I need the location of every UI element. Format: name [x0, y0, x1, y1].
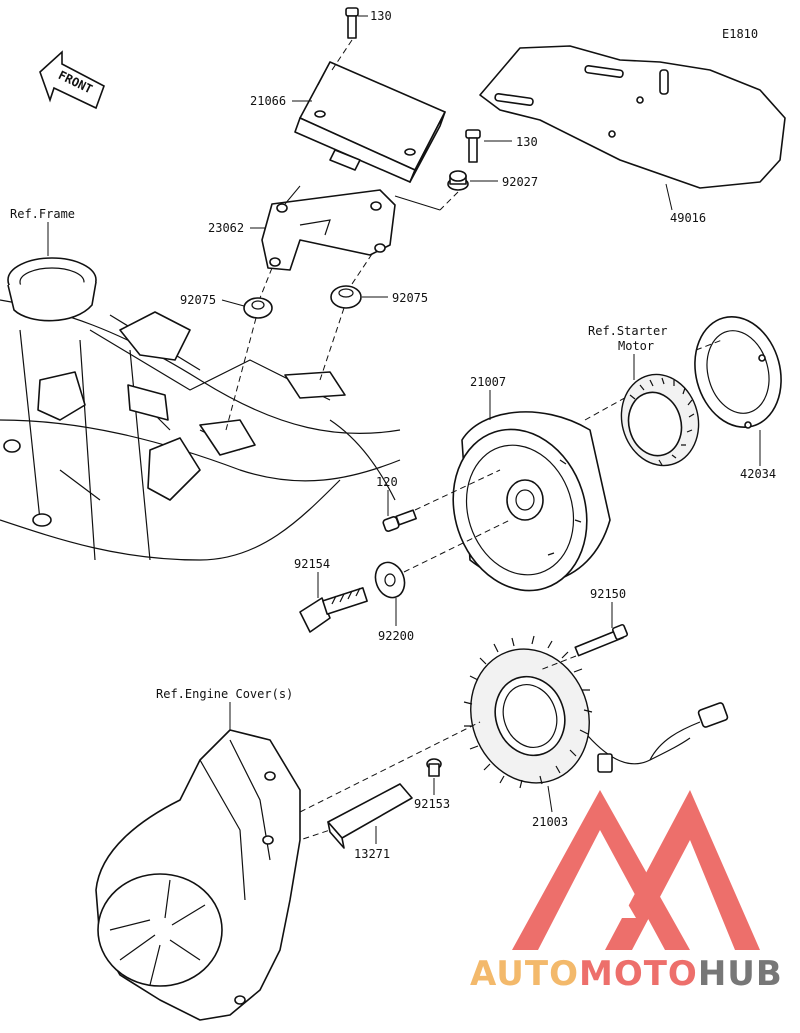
part-label-21066: 21066: [250, 94, 286, 108]
grommet-92075-left: [243, 297, 273, 319]
part-label-13271: 13271: [354, 847, 390, 861]
cover-49016: [479, 45, 786, 189]
logo-word-moto: MOTO: [579, 954, 698, 994]
part-label-21007: 21007: [470, 375, 506, 389]
ref-starter-label-1: Ref.Starter: [588, 324, 667, 338]
collar-92027: [447, 170, 469, 191]
grommet-92075-right: [330, 285, 362, 309]
stator-21003: [463, 635, 729, 789]
part-label-92075-right: 92075: [392, 291, 428, 305]
part-label-92154: 92154: [294, 557, 330, 571]
diagram-code: E1810: [722, 27, 758, 41]
part-label-23062: 23062: [208, 221, 244, 235]
regulator-21066: [294, 61, 446, 183]
engine-cover: [95, 729, 301, 1021]
rotor-21007: [452, 411, 611, 592]
front-arrow-icon: FRONT: [39, 50, 105, 110]
logo-word-auto: AUTO: [470, 954, 579, 994]
ref-frame-label: Ref.Frame: [10, 207, 75, 221]
ref-engine-cover-label: Ref.Engine Cover(s): [156, 687, 293, 701]
bolt-120: [382, 509, 417, 532]
bolt-130-right: [465, 129, 481, 163]
part-label-130-right: 130: [516, 135, 538, 149]
automotohub-logo: AUTOMOTOHUB: [470, 790, 783, 994]
part-label-92075-left: 92075: [180, 293, 216, 307]
part-label-92150: 92150: [590, 587, 626, 601]
logo-word-hub: HUB: [698, 954, 783, 994]
bolt-92154: [299, 587, 368, 633]
ref-starter-label-2: Motor: [618, 339, 654, 353]
part-label-92153: 92153: [414, 797, 450, 811]
part-label-92027: 92027: [502, 175, 538, 189]
starter-clutch: [620, 373, 700, 467]
frame-assembly: [0, 299, 401, 561]
part-label-92200: 92200: [378, 629, 414, 643]
part-label-130-top: 130: [370, 9, 392, 23]
part-label-49016: 49016: [670, 211, 706, 225]
frame-tube: [7, 257, 97, 322]
screw-92153: [426, 758, 442, 777]
bolt-92150: [574, 623, 629, 657]
bolt-130-top: [345, 7, 359, 39]
part-label-21003: 21003: [532, 815, 568, 829]
bracket-23062: [261, 189, 396, 271]
part-label-42034: 42034: [740, 467, 776, 481]
svg-text:AUTOMOTOHUB: AUTOMOTOHUB: [470, 954, 783, 994]
ring-42034: [694, 316, 782, 429]
washer-92200: [374, 561, 406, 599]
holder-13271: [327, 783, 413, 849]
part-label-120: 120: [376, 475, 398, 489]
